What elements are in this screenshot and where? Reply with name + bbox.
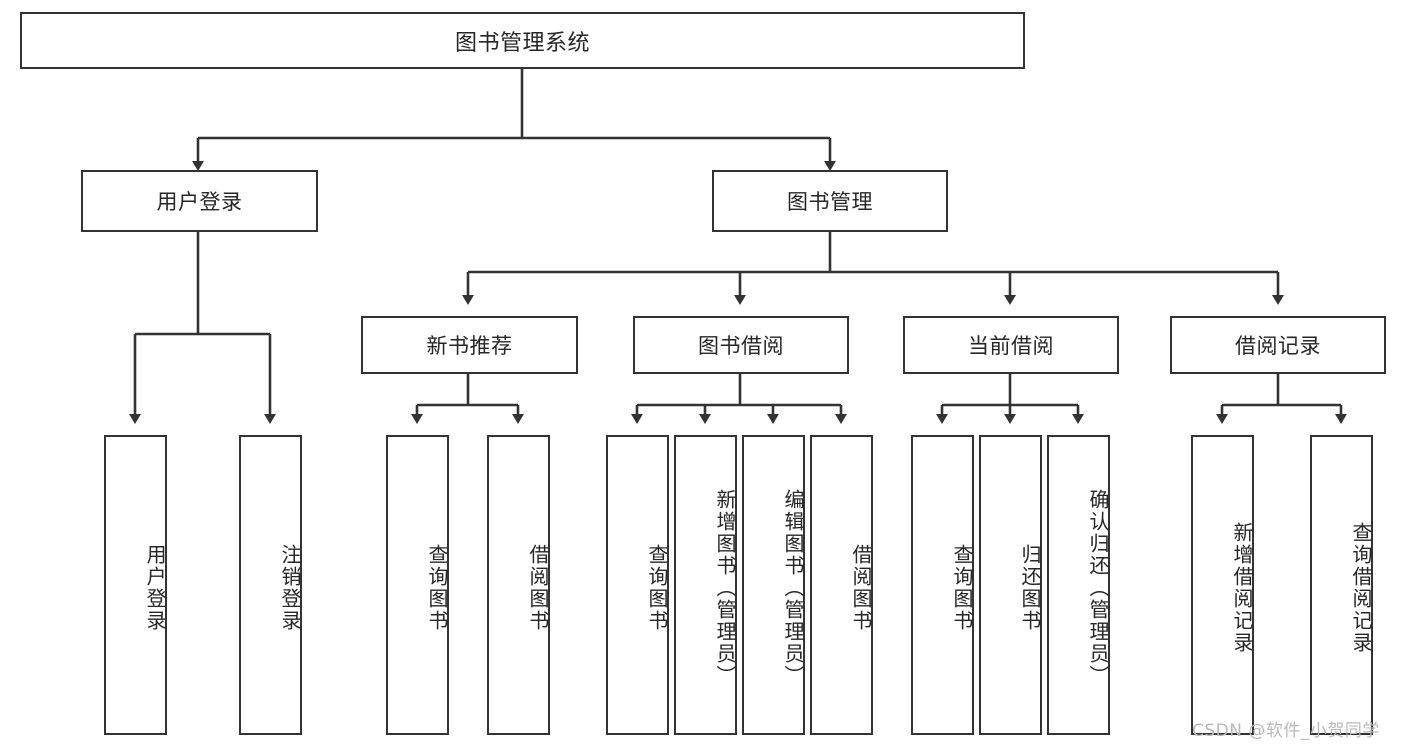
leaf-borrow-borrow-book[interactable]: 借阅图书 — [810, 435, 873, 735]
node-label: 查询图书 — [950, 544, 974, 632]
node-label: 当前借阅 — [968, 334, 1054, 358]
node-label: 归还图书 — [1018, 544, 1042, 632]
node-label: 新书推荐 — [426, 334, 513, 358]
node-label: 用户登录 — [156, 190, 243, 214]
node-label: 注销登录 — [278, 544, 302, 632]
leaf-record-query-record[interactable]: 查询借阅记录 — [1310, 435, 1373, 735]
node-label: 借阅图书 — [526, 544, 550, 632]
node-new-book-recommend[interactable]: 新书推荐 — [361, 316, 578, 374]
leaf-recommend-borrow-book[interactable]: 借阅图书 — [487, 435, 550, 735]
node-label: 确认归还（管理员） — [1086, 489, 1110, 687]
node-root-book-management-system[interactable]: 图书管理系统 — [20, 12, 1025, 69]
node-label: 新增图书（管理员） — [713, 489, 737, 687]
node-label: 用户登录 — [143, 544, 167, 632]
leaf-borrow-query-book[interactable]: 查询图书 — [606, 435, 669, 735]
leaf-current-confirm-return-admin[interactable]: 确认归还（管理员） — [1047, 435, 1110, 735]
leaf-record-add-record[interactable]: 新增借阅记录 — [1191, 435, 1254, 735]
node-label: 借阅图书 — [849, 544, 873, 632]
leaf-current-return-book[interactable]: 归还图书 — [979, 435, 1042, 735]
node-label: 查询图书 — [645, 544, 669, 632]
node-borrow-record[interactable]: 借阅记录 — [1170, 316, 1386, 374]
watermark-text: CSDN @软件_小贺同学 — [1192, 721, 1380, 741]
leaf-recommend-query-book[interactable]: 查询图书 — [386, 435, 449, 735]
node-label: 图书管理系统 — [454, 30, 590, 56]
leaf-current-query-book[interactable]: 查询图书 — [911, 435, 974, 735]
node-user-login[interactable]: 用户登录 — [81, 170, 318, 232]
leaf-borrow-edit-book-admin[interactable]: 编辑图书（管理员） — [742, 435, 805, 735]
node-label: 查询借阅记录 — [1349, 522, 1373, 654]
node-label: 图书借阅 — [698, 334, 784, 358]
node-label: 新增借阅记录 — [1230, 522, 1254, 654]
node-book-borrow[interactable]: 图书借阅 — [633, 316, 849, 374]
node-book-management[interactable]: 图书管理 — [712, 170, 948, 232]
node-label: 借阅记录 — [1235, 334, 1321, 358]
node-label: 图书管理 — [787, 190, 873, 214]
leaf-user-login-login[interactable]: 用户登录 — [104, 435, 167, 735]
leaf-user-login-logout[interactable]: 注销登录 — [239, 435, 302, 735]
node-current-borrow[interactable]: 当前借阅 — [903, 316, 1119, 374]
node-label: 编辑图书（管理员） — [781, 489, 805, 687]
leaf-borrow-add-book-admin[interactable]: 新增图书（管理员） — [674, 435, 737, 735]
watermark-csdn: CSDN @软件_小贺同学 — [1192, 716, 1380, 741]
node-label: 查询图书 — [425, 544, 449, 632]
